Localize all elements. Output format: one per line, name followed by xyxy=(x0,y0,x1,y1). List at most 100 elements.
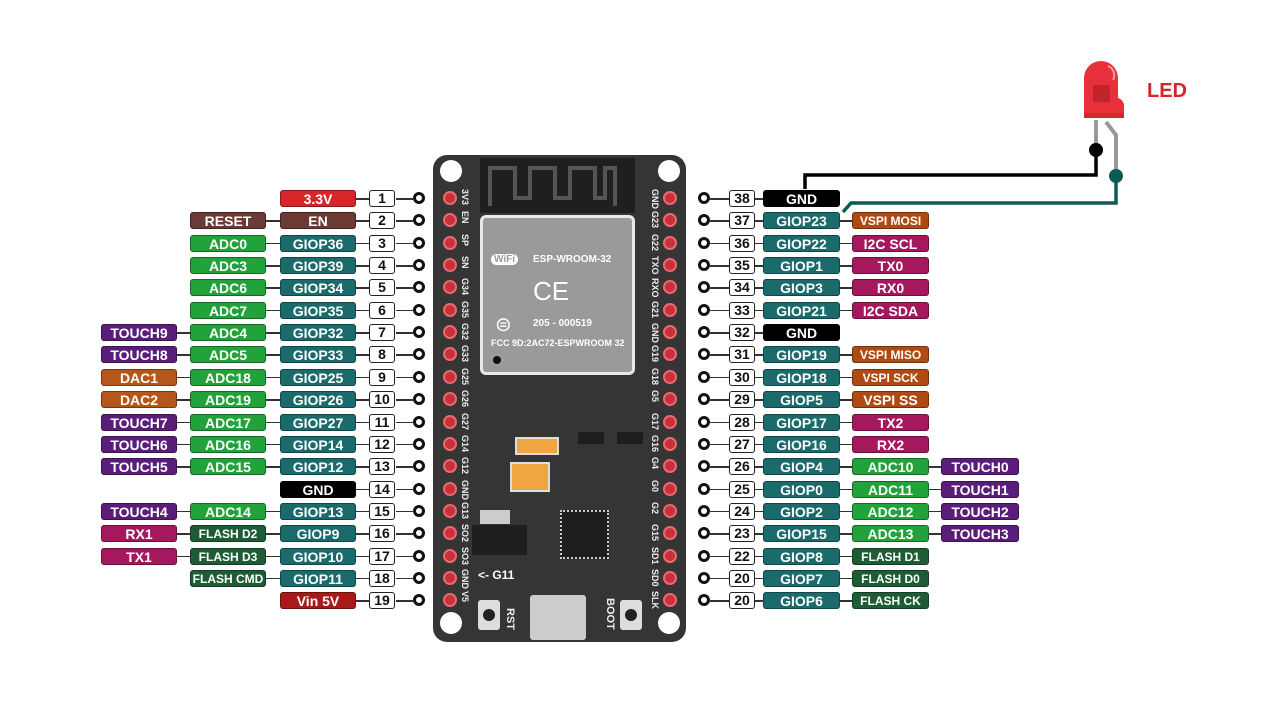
connector xyxy=(266,443,280,446)
boot-button[interactable] xyxy=(620,600,642,630)
pcb-pad xyxy=(443,459,457,474)
pin-hole[interactable] xyxy=(698,259,710,272)
pin-label-gpio: GIOP7 xyxy=(763,569,840,587)
connector xyxy=(356,354,369,356)
pin-hole[interactable] xyxy=(698,192,710,204)
pin-hole[interactable] xyxy=(413,214,425,227)
pin-hole[interactable] xyxy=(413,460,425,473)
pcb-pad xyxy=(663,526,677,541)
transistor xyxy=(617,432,643,444)
pin-hole[interactable] xyxy=(698,281,710,294)
pcb-pad xyxy=(663,503,677,518)
connector xyxy=(840,443,852,446)
micro-usb-port[interactable] xyxy=(530,595,586,640)
pin-hole[interactable] xyxy=(698,549,710,562)
pin-label-gpio: GIOP14 xyxy=(280,435,356,453)
pin-hole[interactable] xyxy=(698,594,710,607)
pin-hole[interactable] xyxy=(698,303,710,316)
connector xyxy=(396,466,414,468)
pcb-pad xyxy=(663,280,677,295)
pin-hole[interactable] xyxy=(413,326,425,339)
pin-hole[interactable] xyxy=(698,460,710,473)
pin-hole[interactable] xyxy=(413,236,425,249)
pin-hole[interactable] xyxy=(413,482,425,495)
pin-label-touch: TOUCH0 xyxy=(941,458,1019,476)
pin-hole[interactable] xyxy=(413,594,425,607)
pin-hole[interactable] xyxy=(413,549,425,562)
pin-number: 11 xyxy=(369,413,395,431)
rst-button[interactable] xyxy=(478,600,500,630)
pin-hole[interactable] xyxy=(698,348,710,361)
connector xyxy=(266,376,280,379)
connector xyxy=(396,265,414,267)
pin-number: 30 xyxy=(729,368,755,386)
pin-hole[interactable] xyxy=(698,326,710,339)
connector xyxy=(396,421,414,423)
pin-hole[interactable] xyxy=(413,504,425,517)
pin-number: 37 xyxy=(729,212,755,230)
connector xyxy=(709,354,729,356)
pin-number: 35 xyxy=(729,257,755,275)
connector xyxy=(755,488,763,491)
pin-hole[interactable] xyxy=(413,281,425,294)
pin-label-uart: I2C SDA xyxy=(852,301,929,319)
pin-hole[interactable] xyxy=(413,415,425,428)
pin-hole[interactable] xyxy=(698,527,710,540)
pin-label-gpio: GIOP8 xyxy=(763,547,840,565)
gnd-junction xyxy=(1089,143,1103,157)
connector xyxy=(840,421,852,423)
pin-number: 13 xyxy=(369,458,395,476)
pin-hole[interactable] xyxy=(698,482,710,495)
pin-hole[interactable] xyxy=(413,437,425,450)
pin-label-gnd: GND xyxy=(763,190,840,207)
pin-hole[interactable] xyxy=(698,571,710,584)
connector xyxy=(709,577,729,580)
connector xyxy=(755,399,763,401)
pin-hole[interactable] xyxy=(698,236,710,249)
connector xyxy=(177,443,191,446)
pin-label-adc: ADC0 xyxy=(190,234,266,252)
pin-hole[interactable] xyxy=(413,527,425,540)
connector xyxy=(396,488,414,491)
pin-hole[interactable] xyxy=(413,571,425,584)
pin-number: 9 xyxy=(369,368,395,386)
pin-label-adc: ADC17 xyxy=(190,413,266,431)
pin-hole[interactable] xyxy=(698,214,710,227)
pin-hole[interactable] xyxy=(413,259,425,272)
connector xyxy=(177,421,191,423)
pin-hole[interactable] xyxy=(698,504,710,517)
pin-number: 20 xyxy=(729,592,755,610)
connector xyxy=(266,287,280,289)
pin-number: 26 xyxy=(729,458,755,476)
connector xyxy=(929,488,941,491)
pin-hole[interactable] xyxy=(698,393,710,406)
connector xyxy=(177,466,191,468)
pin-label-touch: TOUCH9 xyxy=(101,324,177,342)
pin-hole[interactable] xyxy=(413,393,425,406)
pin-hole[interactable] xyxy=(698,437,710,450)
pin-hole[interactable] xyxy=(698,415,710,428)
connector xyxy=(840,265,852,267)
connector xyxy=(755,287,763,289)
pcb-pad xyxy=(443,570,457,585)
pin-label-gpio: GIOP36 xyxy=(280,234,356,252)
pin-number: 25 xyxy=(729,480,755,498)
pin-label-adc: ADC7 xyxy=(190,301,266,319)
pin-label-uart: I2C SCL xyxy=(852,234,929,252)
pin-hole[interactable] xyxy=(413,303,425,316)
pin-number: 32 xyxy=(729,324,755,342)
connector xyxy=(755,555,763,558)
pin-hole[interactable] xyxy=(413,348,425,361)
connector xyxy=(177,376,191,379)
pin-number: 31 xyxy=(729,346,755,364)
connector xyxy=(755,421,763,423)
pin-label-flash: FLASH CMD xyxy=(190,569,266,587)
pin-hole[interactable] xyxy=(413,370,425,383)
pin-label-gpio: GIOP6 xyxy=(763,592,840,610)
pin-number: 3 xyxy=(369,234,395,252)
connector xyxy=(177,510,191,513)
pin-hole[interactable] xyxy=(413,192,425,204)
pin-hole[interactable] xyxy=(698,370,710,383)
connector xyxy=(396,577,414,580)
led-anode-leg xyxy=(1104,120,1118,175)
